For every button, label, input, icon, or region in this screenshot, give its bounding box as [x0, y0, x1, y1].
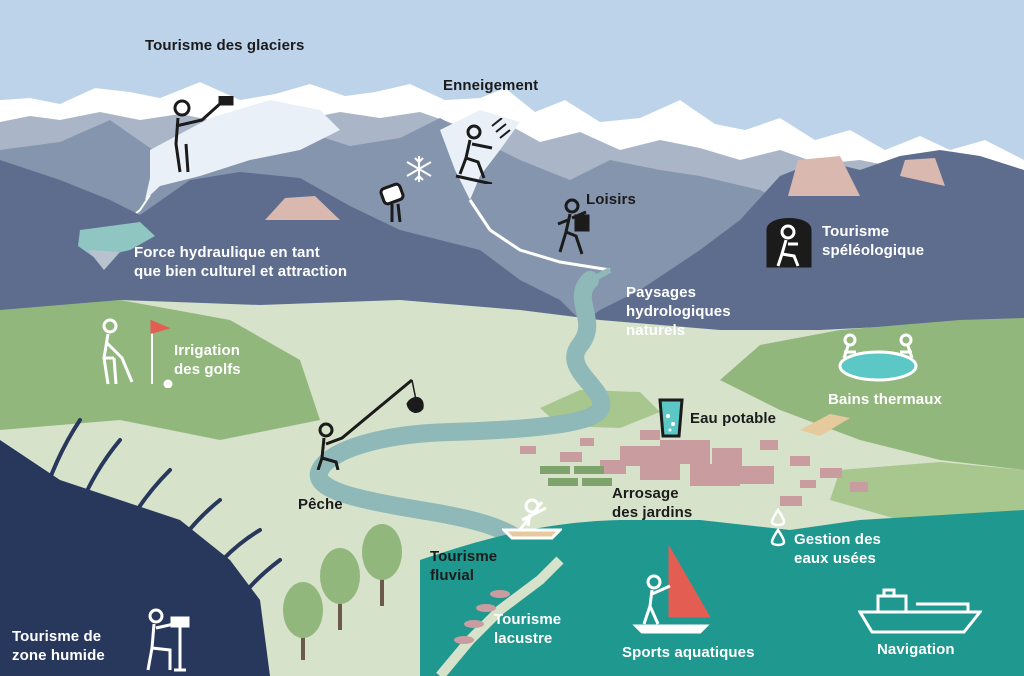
birdwatcher-icon — [146, 608, 190, 672]
label-water-sports: Sports aquatiques — [622, 644, 755, 661]
river — [309, 271, 611, 549]
cattails — [40, 500, 198, 596]
label-cave-tourism: Tourisme spéléologique — [822, 223, 925, 259]
windsurfer-icon — [632, 546, 711, 634]
label-fishing: Pêche — [298, 496, 343, 513]
dark-mountain-left — [0, 160, 580, 340]
glacier-tongue — [145, 100, 340, 200]
water-drop-icon — [770, 508, 786, 547]
snow-cannon-icon — [379, 182, 405, 223]
dam-wall — [88, 250, 120, 270]
lake-rocks — [454, 590, 510, 644]
rock-cliff-right — [788, 156, 860, 196]
glacier-stream — [468, 199, 611, 272]
reservoir-lake — [78, 222, 155, 258]
label-golf-irrigation: Irrigation des golfs — [174, 342, 241, 378]
thermal-bath-icon — [838, 333, 918, 382]
village — [520, 430, 868, 506]
label-natural-landscapes: Paysages hydrologiques naturels — [626, 284, 731, 339]
rock-cliff-left — [265, 196, 340, 220]
label-wetland-tourism: Tourisme de zone humide — [12, 628, 105, 664]
label-leisure: Loisirs — [586, 191, 636, 208]
rock-cliff-right-2 — [900, 158, 945, 186]
reed-area — [0, 440, 270, 676]
label-glacier-tourism: Tourisme des glaciers — [145, 37, 305, 54]
garden-plots — [540, 466, 612, 486]
glacier-hiker-icon — [173, 96, 234, 173]
label-thermal-baths: Bains thermaux — [828, 391, 942, 408]
field-patch — [800, 414, 850, 436]
lake-shore — [436, 556, 564, 676]
label-garden-watering: Arrosage des jardins — [612, 485, 693, 521]
label-snowmaking: Enneigement — [443, 77, 539, 94]
climber-icon — [557, 198, 590, 255]
lake — [420, 510, 1024, 676]
meadow-left — [0, 300, 320, 440]
reeds — [0, 418, 282, 676]
river-upper — [588, 267, 612, 285]
meadow-right-lower — [830, 462, 1024, 520]
label-navigation: Navigation — [877, 641, 955, 658]
meadow-right — [720, 318, 1024, 470]
water-glass-icon — [658, 398, 684, 438]
cave-explorer-icon — [766, 218, 812, 268]
ship-icon — [858, 588, 982, 634]
fisher-icon — [316, 378, 424, 470]
skier-icon — [455, 118, 511, 184]
kayak-icon — [502, 498, 562, 540]
label-drinking-water: Eau potable — [690, 410, 777, 427]
golfer-icon — [102, 318, 173, 388]
label-hydropower: Force hydraulique en tant que bien cultu… — [134, 244, 348, 280]
trees — [283, 524, 402, 660]
label-wastewater: Gestion des eaux usées — [794, 531, 881, 567]
label-lake-tourism: Tourisme lacustre — [494, 611, 562, 647]
snowflake-icon — [406, 156, 432, 182]
label-river-tourism: Tourisme fluvial — [430, 548, 498, 584]
